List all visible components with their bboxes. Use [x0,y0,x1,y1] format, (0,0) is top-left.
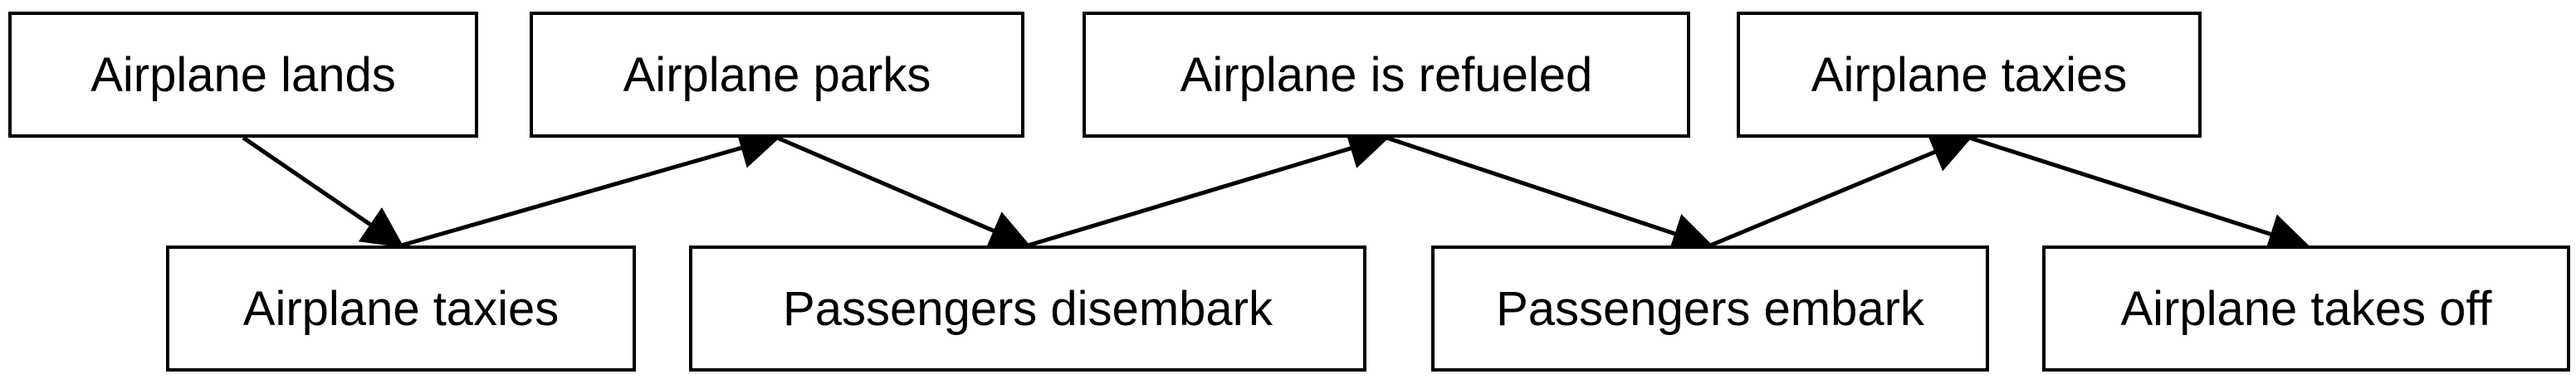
node-airplane-parks: Airplane parks [530,12,1024,138]
arrow-n3-to-n7 [1386,135,1714,254]
arrow-n4-to-n8 [1968,135,2310,255]
node-passengers-embark: Passengers embark [1431,245,1989,372]
node-airplane-lands: Airplane lands [8,12,478,138]
arrow-n5-to-n2 [400,128,781,248]
arrow-n6-to-n3 [1027,129,1391,248]
edge-group [242,128,2310,255]
node-airplane-is-refueled: Airplane is refueled [1083,12,1690,138]
arrow-n1-to-n5 [242,135,405,248]
node-passengers-disembark: Passengers disembark [689,245,1366,372]
node-airplane-takes-off: Airplane takes off [2042,245,2570,372]
arrow-n7-to-n4 [1709,133,1973,248]
arrow-n2-to-n6 [776,135,1032,250]
node-airplane-taxies-bottom: Airplane taxies [166,245,636,372]
node-airplane-taxies-top: Airplane taxies [1737,12,2202,138]
